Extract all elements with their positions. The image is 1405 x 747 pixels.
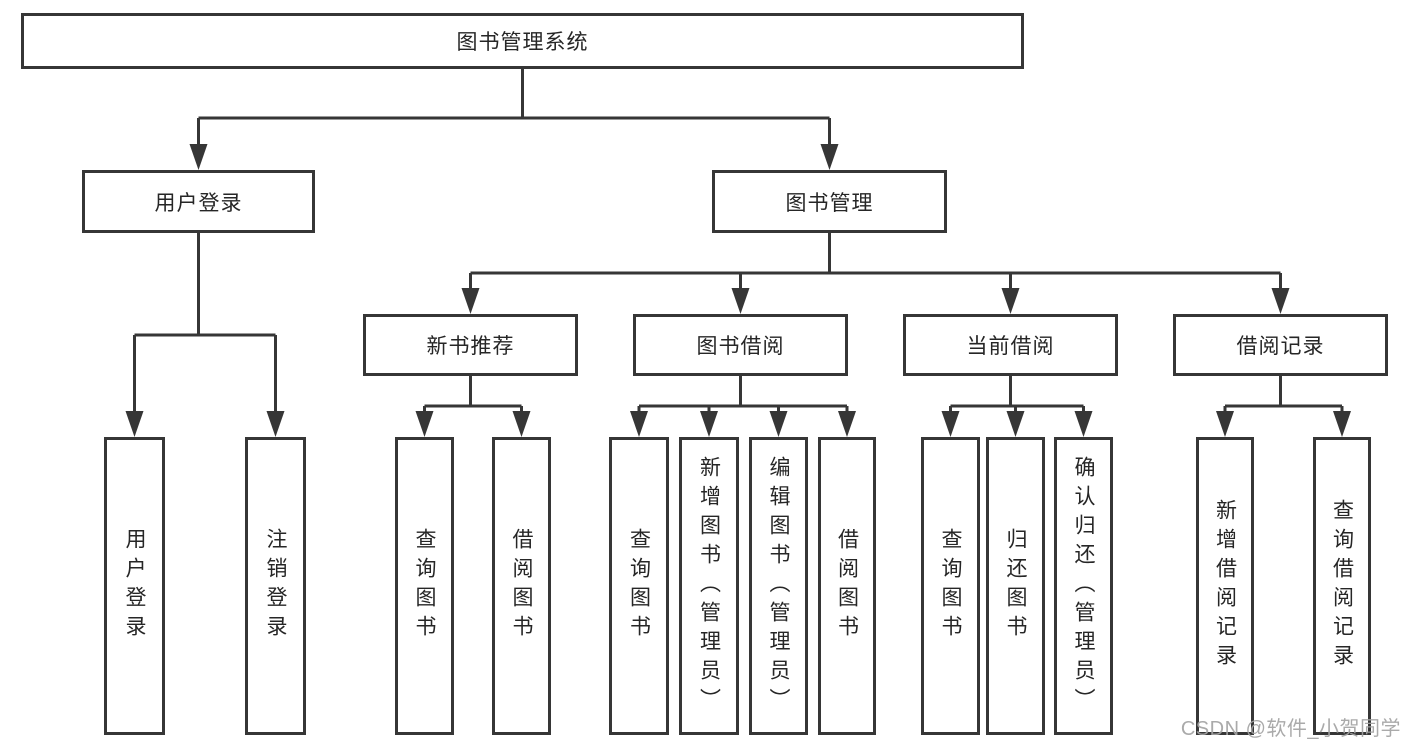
connector-newbook-to-leaves: [423, 376, 523, 416]
node-library-system: 图书管理系统: [21, 13, 1024, 69]
leaf-search-book-borrow: 查询图书: [609, 437, 669, 735]
leaf-borrow-book-recommend: 借阅图书: [492, 437, 551, 735]
leaf-search-book-current: 查询图书: [921, 437, 980, 735]
node-new-book-recommend: 新书推荐: [363, 314, 578, 376]
arrowheads-level2: [189, 144, 839, 170]
connector-bookborrow-to-leaves: [637, 376, 849, 416]
node-borrow-records: 借阅记录: [1173, 314, 1388, 376]
connector-currentborrow-to-leaves: [949, 376, 1085, 416]
leaf-confirm-return-admin: 确认归还（管理员）: [1054, 437, 1113, 735]
node-book-borrow: 图书借阅: [633, 314, 848, 376]
connector-records-to-leaves: [1223, 376, 1344, 416]
connector-userlogin-to-leaves: [133, 233, 277, 416]
leaf-logout: 注销登录: [245, 437, 306, 735]
node-book-management: 图书管理: [712, 170, 947, 233]
node-user-login: 用户登录: [82, 170, 315, 233]
leaf-return-book: 归还图书: [986, 437, 1045, 735]
leaf-add-book-admin: 新增图书（管理员）: [679, 437, 739, 735]
arrowheads-currentborrow-leaves: [941, 411, 1093, 437]
leaf-borrow-book: 借阅图书: [818, 437, 876, 735]
leaf-edit-book-admin: 编辑图书（管理员）: [749, 437, 808, 735]
node-current-borrow: 当前借阅: [903, 314, 1118, 376]
arrowheads-newbook-leaves: [415, 411, 531, 437]
leaf-add-borrow-record: 新增借阅记录: [1196, 437, 1254, 735]
connector-root-to-level2: [197, 69, 831, 150]
arrowheads-level3: [461, 288, 1290, 314]
arrowheads-bookborrow-leaves: [630, 411, 856, 437]
arrowheads-records-leaves: [1216, 411, 1351, 437]
csdn-watermark: CSDN @软件_小贺同学: [1180, 718, 1401, 740]
leaf-search-book-recommend: 查询图书: [395, 437, 454, 735]
leaf-user-login: 用户登录: [104, 437, 165, 735]
leaf-search-borrow-record: 查询借阅记录: [1313, 437, 1371, 735]
connector-bookmgmt-to-level3: [469, 233, 1282, 292]
arrowheads-userlogin-leaves: [125, 411, 285, 437]
